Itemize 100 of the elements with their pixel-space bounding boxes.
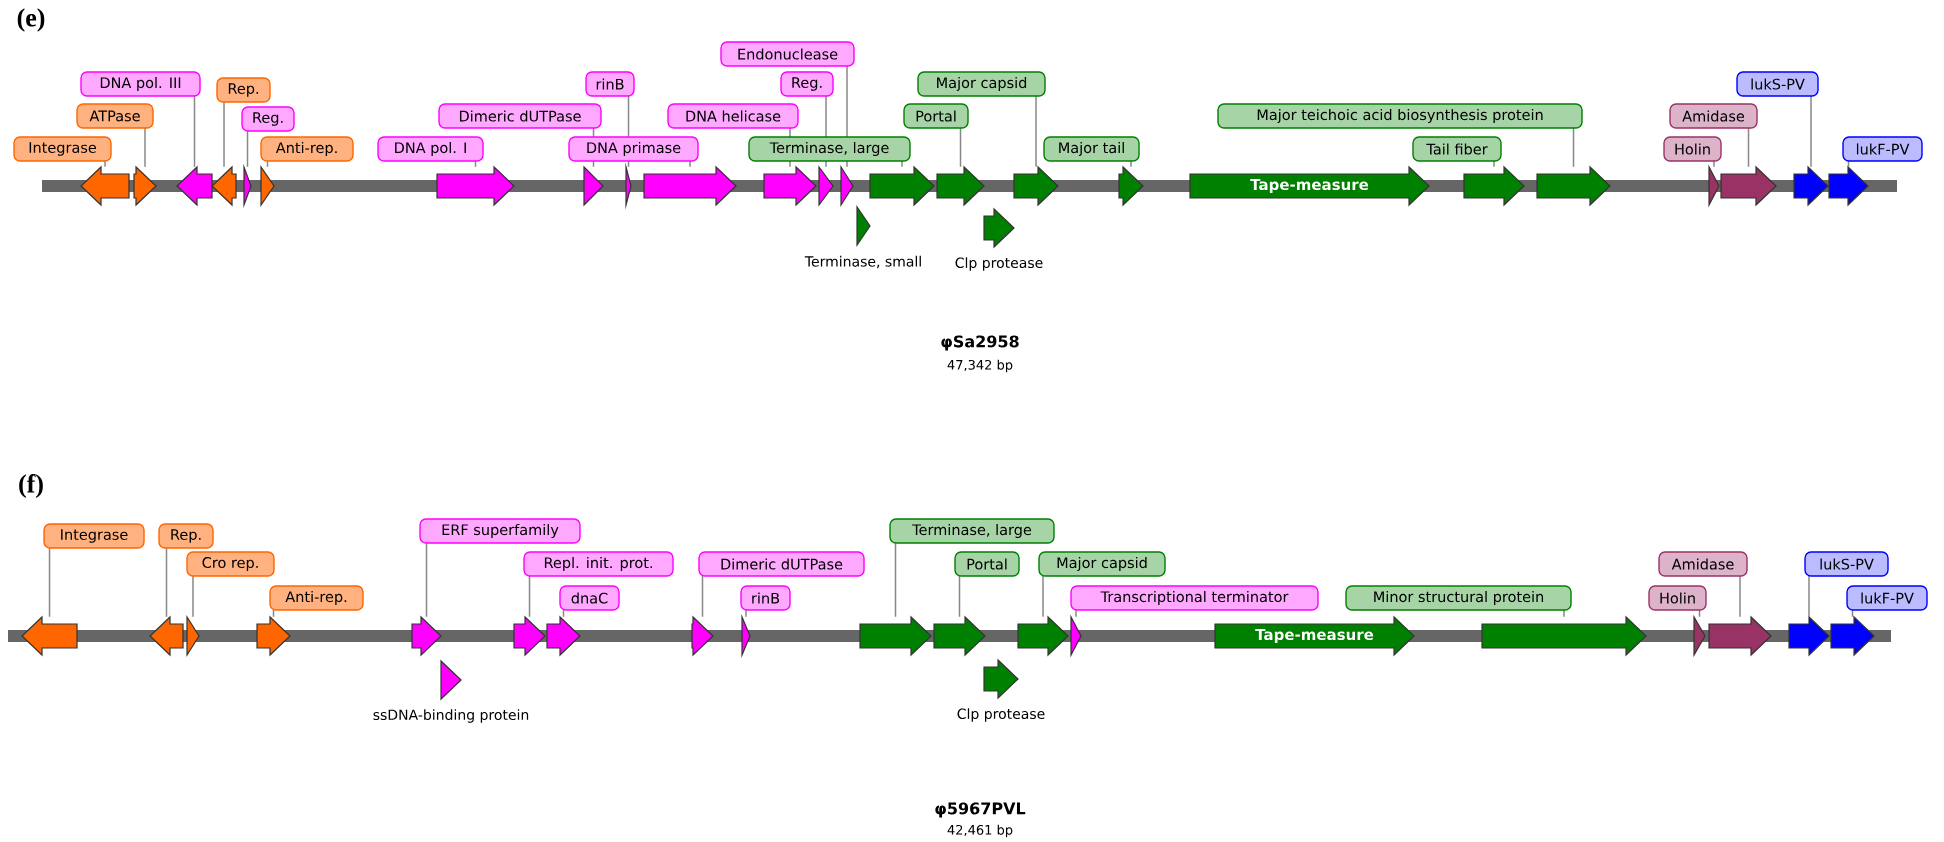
gene-label: ATPase [76,103,154,129]
leader-line [958,575,961,618]
gene [1708,615,1772,657]
gene-label: Anti-rep. [260,136,354,162]
gene [643,165,737,207]
leader-line [701,575,704,618]
gene [869,165,935,207]
leader-line [246,130,249,168]
gene [1463,165,1525,207]
gene [1830,615,1875,657]
leader-line [425,542,428,618]
gene-label: Endonuclease [720,41,855,67]
gene-label: DNA pol. I [377,136,484,162]
gene-label: Dimeric dUTPase [698,551,865,577]
leader-line [223,101,225,168]
leader-line [1713,160,1715,168]
leader-line [528,575,531,618]
gene-caption: Clp protease [955,257,1043,271]
leader-line [1035,95,1037,168]
gene-label: Amidase [1658,551,1748,577]
gene-label: Reg. [241,106,295,132]
gene-label: Amidase [1669,103,1758,129]
gene [411,615,442,657]
gene-label: Anti-rep. [269,585,364,611]
gene [1793,165,1829,207]
gene [546,615,581,657]
gene-label: Dimeric dUTPase [438,103,602,129]
leader-line [1810,95,1812,168]
gene [176,165,213,207]
gene-label: Transcriptional terminator [1070,585,1319,611]
gene-label: rinB [740,585,791,611]
gene-label: lukF-PV [1842,136,1923,162]
gene [1828,165,1869,207]
leader-line [144,127,146,168]
leader-line [1739,575,1741,618]
leader-line [894,542,897,618]
gene [256,615,291,657]
gene [513,615,546,657]
gene-label: DNA primase [568,136,699,162]
gene [1013,165,1059,207]
leader-line [1042,575,1044,618]
gene-label: Integrase [43,523,145,549]
gene [21,615,78,657]
phage-name: φ5967PVL [935,802,1026,818]
leader-line [1808,575,1810,618]
genome-size: 42,461 bp [947,824,1013,838]
leader-line [1075,609,1077,618]
gene [983,207,1015,249]
gene-label: Tail fiber [1412,136,1502,162]
gene-label: Portal [903,103,969,129]
gene-label: rinB [585,71,635,97]
panel-label: (f) [19,474,43,498]
leader-line [1572,127,1575,168]
leader-line [1493,160,1495,168]
leader-line [901,160,903,168]
gene-label: lukF-PV [1846,585,1928,611]
leader-line [192,575,194,618]
gene [1536,165,1611,207]
gene [983,658,1019,700]
gene-caption: Terminase, small [804,255,921,269]
gene [133,165,157,207]
gene-label: Minor structural protein [1345,585,1572,611]
gene-label: Major capsid [1038,551,1166,577]
gene [1481,615,1647,657]
gene-label: Terminase, large [889,518,1055,544]
gene-caption: Clp protease [957,708,1045,722]
gene [149,615,184,657]
leader-line [689,160,691,168]
gene-label: Rep. [216,77,271,103]
gene-label: Major tail [1043,136,1140,162]
gene [936,165,985,207]
panel-label: (e) [17,8,45,32]
gene-label: lukS-PV [1736,71,1819,97]
leader-line [1747,127,1750,168]
gene-caption: ssDNA-binding protein [373,709,529,723]
gene-label: Cro rep. [186,551,275,577]
gene [80,165,130,207]
gene [933,615,986,657]
gene-label: ERF superfamily [419,518,581,544]
phage-name: φSa2958 [941,335,1019,351]
gene-label: Reg. [780,71,834,97]
gene-label: Major teichoic acid biosynthesis protein [1217,103,1583,129]
leader-line [1130,160,1132,168]
leader-line [959,127,962,168]
leader-line [1563,609,1565,618]
gene-label: Major capsid [917,71,1046,97]
gene [1017,615,1069,657]
gene: Tape-measure [1189,165,1430,207]
genome-size: 47,342 bp [947,359,1013,373]
gene [436,165,515,207]
leader-line [104,160,106,168]
gene [859,615,932,657]
gene-label: Holin [1663,136,1722,162]
gene-label: Repl. init. prot. [523,551,674,577]
gene-label: dnaC [559,585,620,611]
leader-line [48,547,51,618]
gene [211,165,237,207]
gene: Tape-measure [1214,615,1415,657]
gene-label: lukS-PV [1804,551,1889,577]
gene [691,615,714,657]
